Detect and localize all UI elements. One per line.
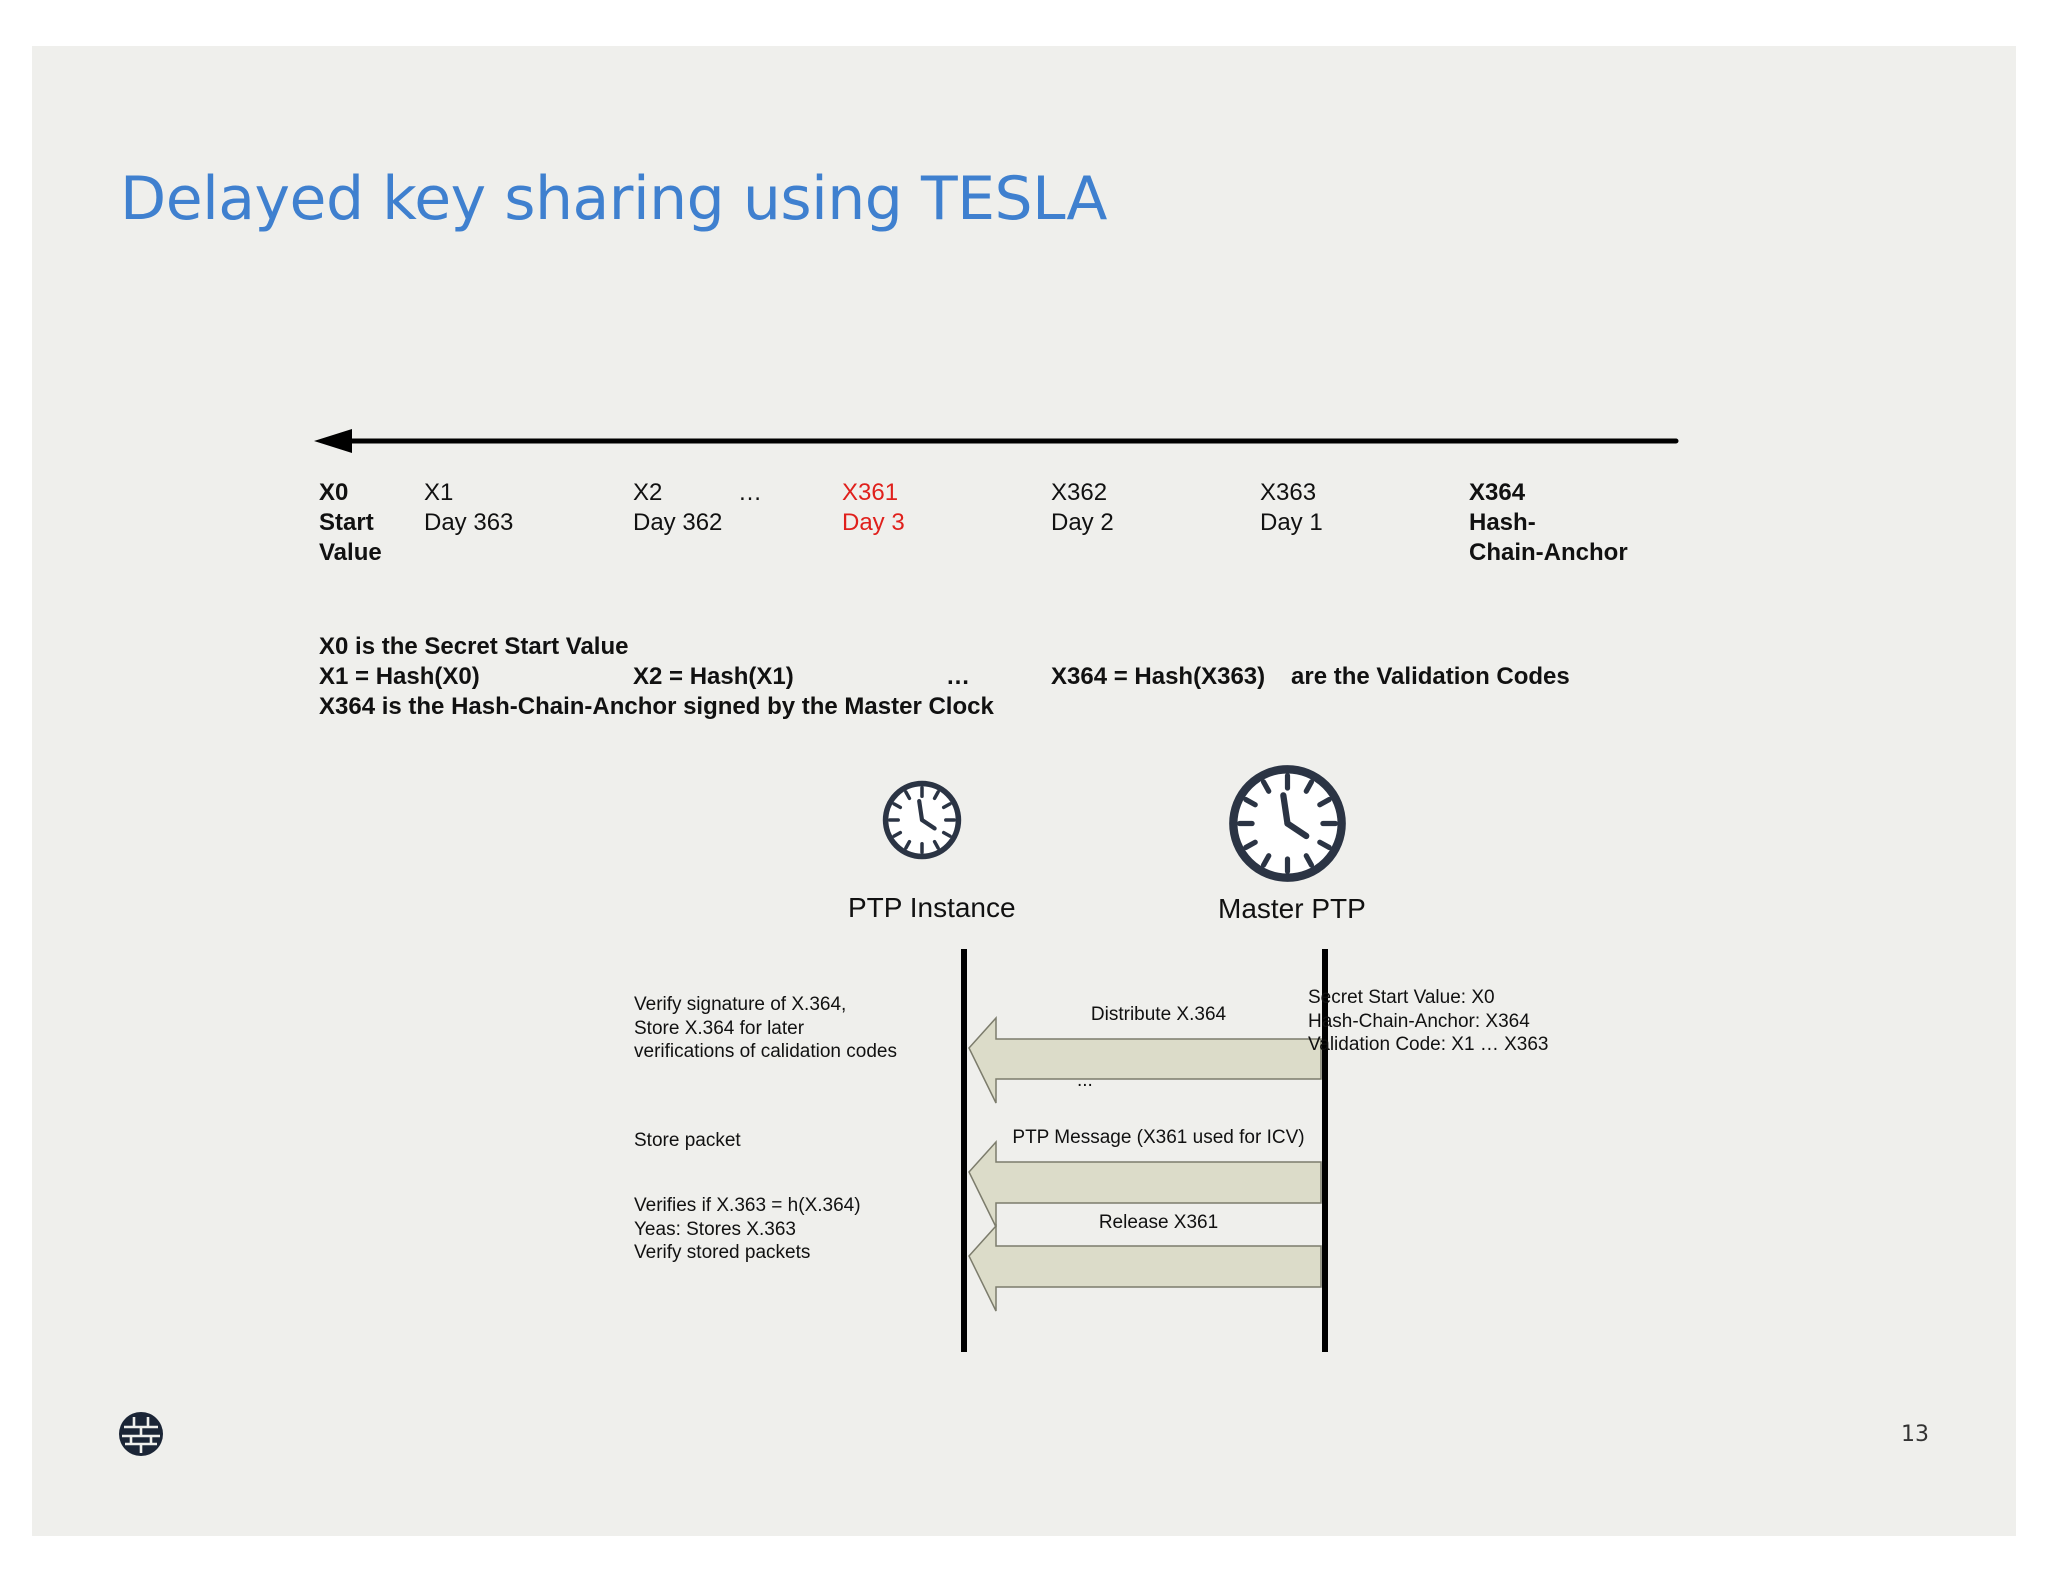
instance-note-store: Store packet: [634, 1130, 741, 1151]
clock-icon: [1229, 765, 1346, 882]
formula-x364: X364 = Hash(X363): [1051, 663, 1266, 690]
arrow-distribute: [968, 1016, 1322, 1104]
instance-note-verify: Verifies if X.363 = h(X.364)Yeas: Stores…: [634, 1195, 861, 1263]
message-label-release: Release X361: [1098, 1212, 1219, 1233]
clock-icon: [882, 780, 962, 860]
formula-suffix: are the Validation Codes: [1291, 663, 1570, 690]
instance-note-distribute: Verify signature of X.364,Store X.364 fo…: [634, 994, 897, 1062]
messages-ellipsis: ...: [1077, 1070, 1093, 1091]
formula-ellipsis: …: [946, 663, 970, 690]
logo-icon: [119, 1412, 163, 1456]
page-number: 13: [1901, 1422, 1929, 1447]
sequence-diagram: [961, 949, 1328, 1352]
message-label-distribute: Distribute X.364: [1090, 1004, 1227, 1025]
timeline-ellipsis: …: [738, 479, 762, 506]
page-title: Delayed key sharing using TESLA: [120, 164, 1107, 234]
actor-label-instance: PTP Instance: [848, 892, 1016, 923]
formula-x2: X2 = Hash(X1): [633, 663, 794, 690]
message-label-ptp: PTP Message (X361 used for ICV): [1012, 1127, 1305, 1148]
formula-secret-start: X0 is the Secret Start Value: [319, 633, 629, 660]
formula-anchor: X364 is the Hash-Chain-Anchor signed by …: [319, 693, 994, 720]
arrow-ptp-message: [968, 1140, 1322, 1228]
arrow-release: [968, 1224, 1322, 1312]
timeline-arrow: [314, 429, 1679, 453]
actor-label-master: Master PTP: [1218, 893, 1366, 924]
formula-x1: X1 = Hash(X0): [319, 663, 480, 690]
